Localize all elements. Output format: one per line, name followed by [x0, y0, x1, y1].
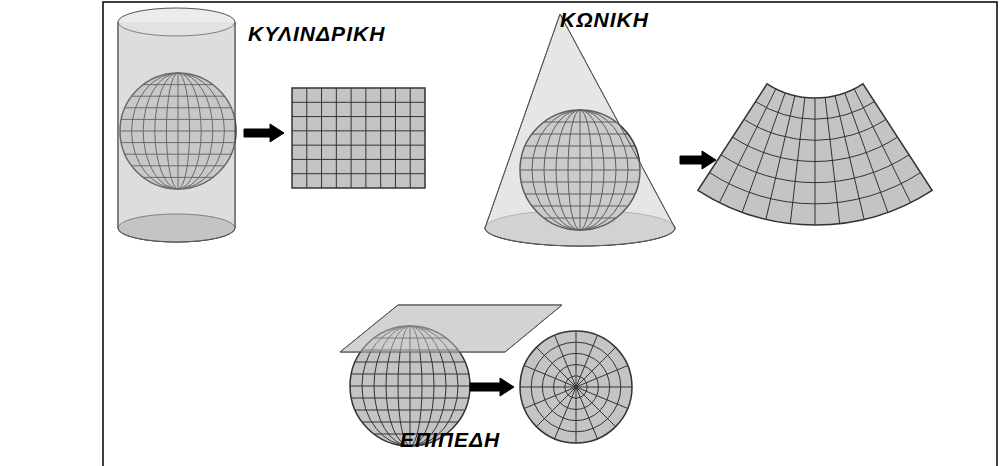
cylinder-projection	[118, 22, 235, 242]
cylindrical-map	[292, 88, 425, 188]
azimuthal-map	[340, 305, 632, 446]
arrow	[680, 151, 716, 169]
projection-label: ΚΩΝΙΚΗ	[560, 8, 649, 32]
arrow	[244, 124, 284, 142]
conic-map	[698, 84, 932, 225]
projection-label: ΚΥΛΙΝΔΡΙΚΗ	[248, 22, 385, 46]
arrows	[244, 124, 716, 396]
cone-projection	[485, 14, 675, 246]
projection-label: ΕΠΙΠΕΔΗ	[400, 428, 500, 452]
frame	[103, 2, 997, 466]
arrow	[470, 378, 514, 396]
